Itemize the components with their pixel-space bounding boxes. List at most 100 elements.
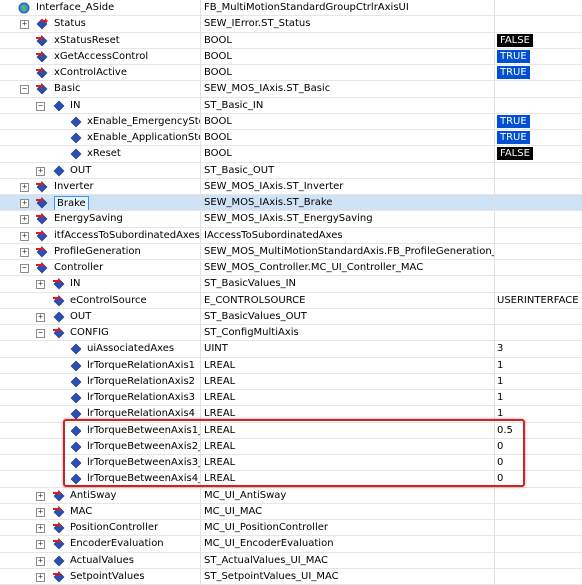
value-cell[interactable] [494, 325, 582, 341]
value-cell[interactable]: 0 [494, 438, 582, 454]
expand-icon[interactable]: + [20, 20, 29, 30]
expand-icon[interactable]: + [20, 182, 29, 192]
value-cell[interactable]: TRUE [494, 65, 582, 81]
expand-icon[interactable]: + [20, 215, 29, 225]
value-cell[interactable]: 1 [494, 390, 582, 406]
true-badge: TRUE [497, 49, 530, 63]
collapse-icon[interactable]: − [20, 264, 29, 273]
type-cell: MC_UI_PositionController [200, 520, 494, 536]
value-cell[interactable]: 1 [494, 406, 582, 422]
value-cell[interactable]: TRUE [494, 113, 582, 129]
value-cell[interactable]: TRUE [494, 48, 582, 64]
name-cell: +OUT [0, 163, 200, 178]
value-cell[interactable] [494, 0, 582, 16]
value-cell[interactable]: 0 [494, 471, 582, 487]
expand-icon[interactable]: + [20, 247, 29, 257]
expand-icon[interactable]: + [36, 166, 45, 176]
value-cell[interactable] [494, 568, 582, 584]
type-cell: BOOL [200, 113, 494, 129]
expand-icon[interactable]: + [36, 556, 45, 566]
expand-icon[interactable]: + [36, 312, 45, 322]
expand-icon[interactable]: + [36, 540, 45, 550]
value-cell[interactable] [494, 178, 582, 194]
expand-icon[interactable]: + [36, 572, 45, 582]
value-cell[interactable]: 0 [494, 455, 582, 471]
name-cell: Interface_ASide [0, 0, 200, 15]
value-cell[interactable] [494, 260, 582, 276]
expand-icon[interactable]: + [36, 280, 45, 290]
value-cell[interactable] [494, 487, 582, 503]
expand-icon[interactable]: + [20, 199, 29, 208]
expand-icon[interactable]: + [36, 507, 45, 517]
value-cell[interactable] [494, 16, 582, 32]
value-cell[interactable]: USERINTERFACE [494, 292, 582, 308]
value-cell[interactable] [494, 552, 582, 568]
value-cell[interactable] [494, 162, 582, 178]
value-cell[interactable] [494, 536, 582, 552]
value-cell[interactable]: 1 [494, 357, 582, 373]
value-cell[interactable] [494, 195, 582, 211]
value-cell[interactable] [494, 243, 582, 259]
value-cell[interactable]: 1 [494, 373, 582, 389]
value-cell[interactable] [494, 227, 582, 243]
value-cell[interactable]: TRUE [494, 130, 582, 146]
value-cell[interactable] [494, 308, 582, 324]
value-cell[interactable]: FALSE [494, 146, 582, 162]
value-cell[interactable] [494, 211, 582, 227]
value-cell[interactable]: FALSE [494, 32, 582, 48]
value-cell[interactable] [494, 81, 582, 97]
collapse-icon[interactable]: − [36, 329, 45, 338]
expand-icon[interactable]: + [36, 491, 45, 501]
value-cell[interactable]: 0.5 [494, 422, 582, 438]
variable-name: CONFIG [70, 327, 109, 338]
expand-icon[interactable]: + [36, 524, 45, 533]
value-cell[interactable] [494, 503, 582, 519]
name-cell: lrTorqueBetweenAxis2_3 [0, 439, 200, 454]
value-cell[interactable]: 3 [494, 341, 582, 357]
collapse-icon[interactable]: − [20, 85, 29, 95]
expand-icon[interactable]: + [20, 231, 29, 241]
variable-name: xReset [87, 148, 121, 160]
collapse-icon[interactable]: − [36, 101, 45, 111]
value-cell[interactable] [494, 97, 582, 113]
value-cell[interactable] [494, 276, 582, 292]
type-cell: BOOL [200, 146, 494, 162]
value-cell[interactable] [494, 520, 582, 536]
input-variable-icon [36, 229, 48, 242]
